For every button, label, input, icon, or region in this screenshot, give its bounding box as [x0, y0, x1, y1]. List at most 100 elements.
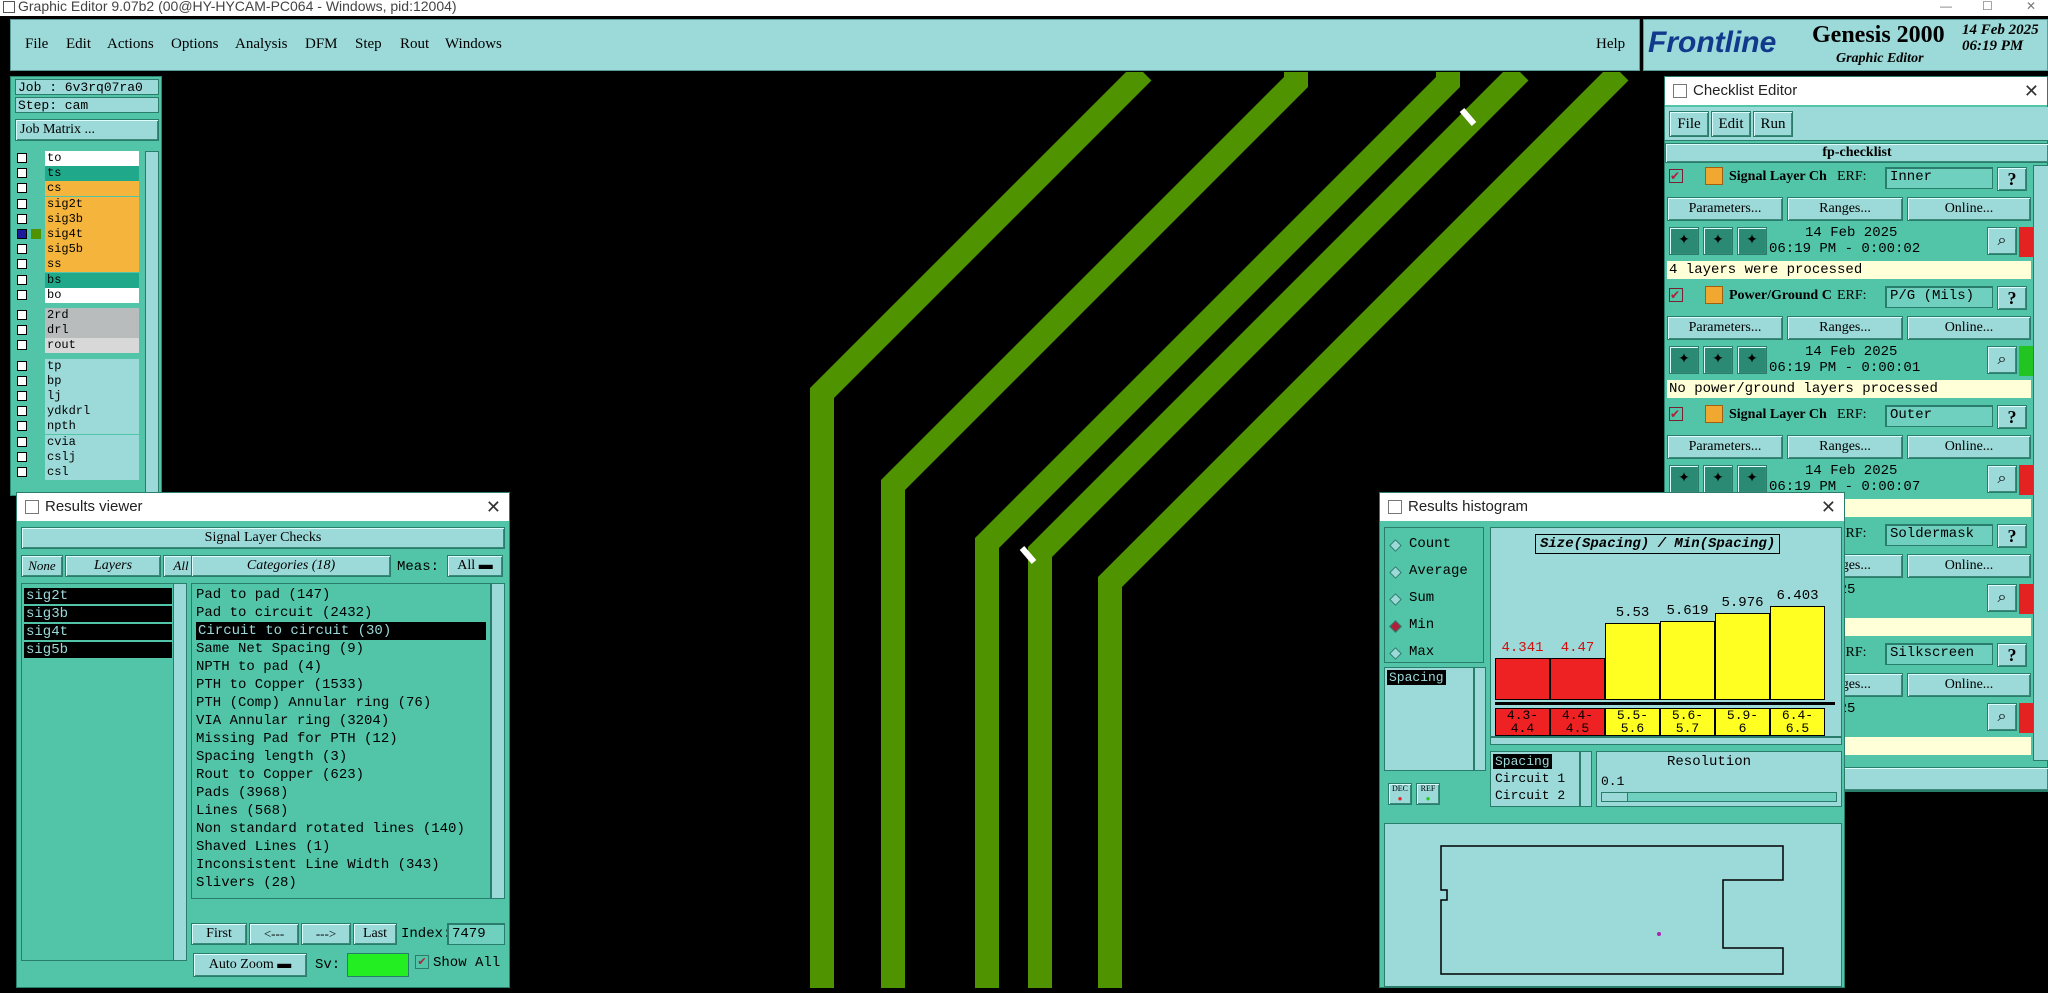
layer-checkbox[interactable] [17, 259, 27, 270]
layer-name[interactable]: cvia [45, 434, 139, 450]
menu-options[interactable]: Options [171, 36, 219, 52]
layer-scrollbar[interactable] [145, 151, 159, 495]
layer-row[interactable]: ts [15, 166, 141, 182]
run-figure-icon[interactable]: ✦ [1669, 465, 1699, 493]
histogram-bar[interactable] [1495, 658, 1550, 700]
help-icon[interactable]: ? [1997, 524, 2027, 548]
resolution-slider[interactable] [1601, 792, 1837, 802]
erf-field[interactable]: Outer [1885, 405, 1993, 427]
category-item[interactable]: Spacing length (3) [196, 749, 348, 765]
meas-select[interactable]: All ▬ [447, 555, 503, 577]
check-enable-checkbox[interactable]: ✔ [1669, 169, 1683, 183]
close-icon[interactable]: ✕ [1820, 497, 1836, 517]
category-item[interactable]: Pad to circuit (2432) [196, 605, 373, 621]
layer-name[interactable]: cslj [45, 449, 139, 465]
check-enable-checkbox[interactable]: ✔ [1669, 288, 1683, 302]
layer-row[interactable]: bo [15, 287, 141, 304]
first-button[interactable]: First [191, 923, 247, 945]
zoom-icon[interactable]: ⌕ [1987, 703, 2017, 731]
layer-name[interactable]: ydkdrl [45, 404, 139, 420]
layer-checkbox[interactable] [17, 467, 27, 477]
mode-radio[interactable]: Sum [1389, 590, 1485, 610]
run-figure-icon[interactable]: ✦ [1669, 227, 1699, 255]
layer-checkbox[interactable] [17, 325, 27, 336]
menu-windows[interactable]: Windows [445, 36, 502, 52]
zoom-icon[interactable]: ⌕ [1987, 227, 2017, 255]
legend-scrollbar[interactable] [1580, 751, 1592, 807]
measure-item[interactable]: Spacing [1387, 670, 1446, 685]
run-figure-icon[interactable]: ✦ [1703, 346, 1733, 374]
help-icon[interactable]: ? [1997, 167, 2027, 191]
online-button[interactable]: Online... [1907, 316, 2031, 340]
help-icon[interactable]: ? [1997, 286, 2027, 310]
layer-row[interactable]: cslj [15, 449, 141, 466]
histogram-bar[interactable] [1660, 621, 1715, 700]
layer-checkbox[interactable] [17, 229, 27, 239]
ranges-button[interactable]: Ranges... [1787, 197, 1903, 221]
checklist-scrollbar[interactable] [2033, 165, 2048, 761]
layer-row[interactable]: ydkdrl [15, 404, 141, 420]
erf-field[interactable]: Silkscreen [1885, 643, 1993, 665]
layer-row[interactable]: tp [15, 358, 141, 375]
legend-item[interactable]: Circuit 1 [1495, 771, 1566, 786]
layer-row[interactable]: to [15, 151, 141, 167]
histogram-bar[interactable] [1550, 658, 1605, 700]
erf-field[interactable]: P/G (Mils) [1885, 286, 1993, 308]
job-matrix-button[interactable]: Job Matrix ... [15, 119, 159, 141]
index-input[interactable]: 7479 [447, 923, 505, 945]
category-item[interactable]: Lines (568) [196, 803, 289, 819]
layer-checkbox[interactable] [17, 436, 27, 447]
signal-layer-checks-header[interactable]: Signal Layer Checks [21, 527, 505, 549]
menu-edit[interactable]: Edit [66, 36, 91, 52]
layer-row[interactable]: 2rd [15, 308, 141, 324]
category-item[interactable]: PTH (Comp) Annular ring (76) [196, 695, 432, 711]
menu-actions[interactable]: Actions [107, 36, 154, 52]
menu-rout[interactable]: Rout [400, 36, 430, 52]
layer-name[interactable]: cs [45, 181, 139, 197]
measure-scrollbar[interactable] [1474, 667, 1486, 771]
show-all-checkbox[interactable]: ✔ [415, 955, 429, 969]
prev-button[interactable]: <--- [249, 923, 299, 945]
category-item[interactable]: Pads (3968) [196, 785, 289, 801]
layer-row[interactable]: cs [15, 181, 141, 197]
close-window-icon[interactable]: ✕ [2026, 0, 2037, 13]
erf-field[interactable]: Soldermask [1885, 524, 1993, 546]
layer-checkbox[interactable] [17, 360, 27, 371]
minimize-icon[interactable]: — [1940, 0, 1952, 13]
auto-zoom-select[interactable]: Auto Zoom ▬ [193, 953, 307, 977]
run-figure-icon[interactable]: ✦ [1703, 227, 1733, 255]
last-button[interactable]: Last [353, 923, 397, 945]
layer-row[interactable]: sig5b [15, 242, 141, 258]
online-button[interactable]: Online... [1907, 673, 2031, 697]
layer-name[interactable]: bo [45, 287, 139, 303]
category-item[interactable]: NPTH to pad (4) [196, 659, 323, 675]
layer-checkbox[interactable] [17, 310, 27, 320]
layer-name[interactable]: 2rd [45, 308, 139, 323]
layer-name[interactable]: npth [45, 419, 139, 435]
chart-hscroll[interactable] [1490, 737, 1842, 745]
layers-button[interactable]: Layers [65, 555, 161, 577]
category-item[interactable]: Shaved Lines (1) [196, 839, 331, 855]
sv-color-select[interactable] [347, 953, 409, 977]
layer-row[interactable]: cvia [15, 434, 141, 451]
layer-row[interactable]: drl [15, 323, 141, 339]
zoom-icon[interactable]: ⌕ [1987, 346, 2017, 374]
category-item[interactable]: Inconsistent Line Width (343) [196, 857, 440, 873]
menu-step[interactable]: Step [355, 36, 382, 52]
checklist-menu-file[interactable]: File [1669, 111, 1709, 137]
ranges-button[interactable]: Ranges... [1787, 316, 1903, 340]
parameters-button[interactable]: Parameters... [1667, 316, 1783, 340]
run-figure-icon[interactable]: ✦ [1703, 465, 1733, 493]
parameters-button[interactable]: Parameters... [1667, 197, 1783, 221]
layer-checkbox[interactable] [17, 198, 27, 209]
result-layer-item[interactable]: sig2t [24, 588, 172, 604]
layer-checkbox[interactable] [17, 391, 27, 401]
layer-name[interactable]: csl [45, 465, 139, 480]
categories-button[interactable]: Categories (18) [191, 555, 391, 577]
layer-name[interactable]: ss [45, 257, 139, 273]
layer-name[interactable]: tp [45, 358, 139, 374]
layer-name[interactable]: sig4t [45, 227, 139, 242]
layer-row[interactable]: sig2t [15, 196, 141, 213]
category-item[interactable]: Rout to Copper (623) [196, 767, 365, 783]
